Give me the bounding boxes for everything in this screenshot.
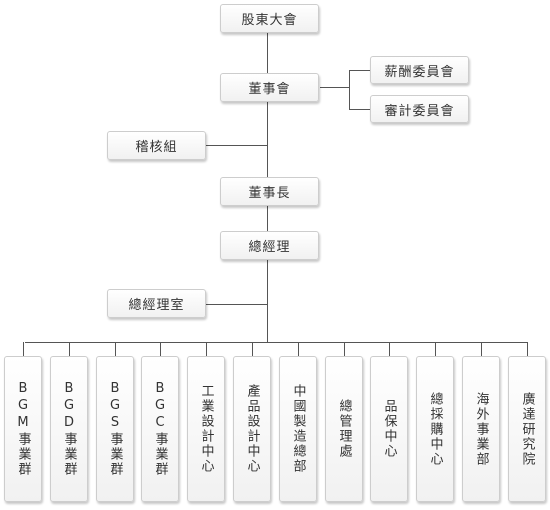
node-general-manager[interactable]: 總經理 [220, 231, 319, 260]
node-department[interactable]: 品保中心 [370, 356, 408, 502]
node-department-label: 廣達研究院 [519, 391, 535, 467]
node-department[interactable]: BGM事業群 [4, 356, 42, 502]
node-department-label: BGD事業群 [61, 381, 77, 477]
node-department[interactable]: 海外事業部 [462, 356, 500, 502]
connector-dept-2 [115, 342, 116, 356]
node-department-label: BGS事業群 [107, 381, 123, 477]
node-department-label: 中國製造總部 [290, 384, 306, 474]
connector-audit-committee [349, 109, 370, 110]
node-chairman[interactable]: 董事長 [220, 177, 319, 206]
connector-dept-3 [160, 342, 161, 356]
connector-board-committees [320, 87, 349, 88]
node-department-label: BGM事業群 [15, 381, 31, 477]
node-department[interactable]: 廣達研究院 [508, 356, 546, 502]
connector-dept-11 [527, 342, 528, 356]
connector-dept-1 [69, 342, 70, 356]
connector-department-bus [25, 342, 528, 343]
node-department[interactable]: 工業設計中心 [187, 356, 225, 502]
node-department[interactable]: BGD事業群 [50, 356, 88, 502]
node-compensation-committee-label: 薪酬委員會 [384, 64, 455, 80]
node-internal-audit-label: 稽核組 [135, 140, 178, 155]
node-general-manager-label: 總經理 [248, 240, 291, 255]
node-board[interactable]: 董事會 [220, 73, 319, 102]
node-shareholders-label: 股東大會 [241, 13, 298, 28]
node-compensation-committee[interactable]: 薪酬委員會 [370, 56, 469, 84]
node-gm-office-label: 總經理室 [128, 298, 185, 313]
node-gm-office[interactable]: 總經理室 [107, 289, 206, 318]
node-department-label: 總管理處 [336, 399, 352, 459]
node-department-label: 工業設計中心 [198, 384, 214, 474]
node-chairman-label: 董事長 [248, 186, 291, 201]
node-shareholders[interactable]: 股東大會 [220, 4, 319, 33]
node-department[interactable]: 產品設計中心 [233, 356, 271, 502]
node-department-label: 海外事業部 [473, 391, 489, 467]
node-department[interactable]: 總管理處 [325, 356, 363, 502]
node-audit-committee-label: 審計委員會 [384, 103, 455, 119]
node-internal-audit[interactable]: 稽核組 [107, 131, 206, 160]
node-department-label: BGC事業群 [152, 381, 168, 477]
connector-internal-audit [206, 145, 267, 146]
node-department[interactable]: 總採購中心 [416, 356, 454, 502]
node-department[interactable]: 中國製造總部 [279, 356, 317, 502]
node-audit-committee[interactable]: 審計委員會 [370, 95, 469, 123]
node-department-label: 產品設計中心 [244, 384, 260, 474]
connector-compensation [349, 70, 370, 71]
connector-dept-7 [344, 342, 345, 356]
connector-dept-9 [435, 342, 436, 356]
node-department[interactable]: BGS事業群 [96, 356, 134, 502]
connector-dept-8 [389, 342, 390, 356]
connector-dept-0 [23, 342, 24, 356]
connector-dept-5 [252, 342, 253, 356]
node-department-label: 總採購中心 [427, 391, 443, 467]
node-board-label: 董事會 [248, 82, 291, 97]
connector-dept-6 [298, 342, 299, 356]
node-department[interactable]: BGC事業群 [141, 356, 179, 502]
node-department-label: 品保中心 [381, 399, 397, 459]
connector-dept-4 [206, 342, 207, 356]
connector-committees-vertical [349, 70, 350, 109]
connector-dept-10 [481, 342, 482, 356]
connector-gm-office [206, 304, 267, 305]
